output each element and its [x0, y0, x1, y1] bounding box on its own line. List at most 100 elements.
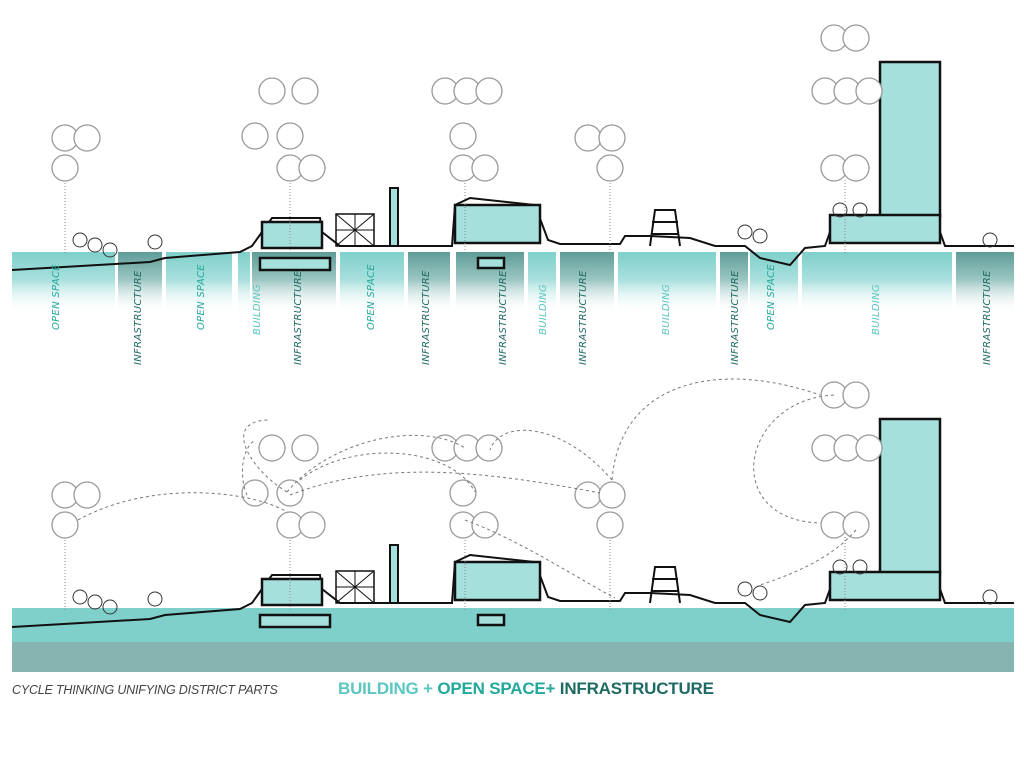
zone-band	[750, 252, 798, 314]
title-building: BUILDING +	[338, 679, 433, 698]
zone-label-building: BUILDING	[538, 284, 549, 335]
cycle-circle	[258, 434, 286, 462]
tree-icon	[752, 228, 768, 244]
tree-icon	[752, 585, 768, 601]
tree-icon	[982, 232, 998, 248]
bottom-section	[11, 378, 1014, 672]
zone-band	[528, 252, 556, 314]
zone-label-building: BUILDING	[252, 284, 263, 335]
circle-cluster	[431, 77, 503, 255]
zone-label-infrastructure: INFRASTRUCTURE	[133, 270, 144, 365]
tower	[878, 60, 942, 219]
tower-podium	[828, 570, 942, 602]
cycle-circle	[298, 154, 326, 182]
underground-tunnel	[476, 256, 506, 270]
circle-cluster	[811, 24, 883, 255]
underground-tunnel	[258, 256, 332, 272]
zone-band	[238, 252, 250, 314]
cycle-circle	[291, 77, 319, 105]
cycle-circle	[291, 434, 319, 462]
cycle-circle	[855, 434, 883, 462]
cycle-circle	[842, 154, 870, 182]
tree-icon	[147, 234, 163, 250]
circle-cluster	[51, 481, 101, 612]
cycle-circle	[276, 122, 304, 150]
underground-tunnel	[476, 613, 506, 627]
zone-band	[720, 252, 748, 314]
cycle-circle	[475, 434, 503, 462]
title-open-space: OPEN SPACE+	[432, 679, 556, 698]
zone-band	[802, 252, 952, 314]
tree-icon	[832, 559, 848, 575]
tower	[878, 417, 942, 576]
cycle-circle	[842, 381, 870, 409]
cycle-circle	[73, 124, 101, 152]
zone-label-infrastructure: INFRASTRUCTURE	[730, 270, 741, 365]
cycle-circle	[596, 511, 624, 539]
zone-band	[956, 252, 1014, 314]
cycle-circle	[574, 481, 602, 509]
circle-cluster	[241, 434, 326, 612]
tree-icon	[852, 559, 868, 575]
tree-icon	[982, 589, 998, 605]
tree-icon	[147, 591, 163, 607]
cycle-circle	[471, 154, 499, 182]
diagram-caption: CYCLE THINKING UNIFYING DISTRICT PARTS	[12, 683, 278, 697]
cycle-circle	[449, 122, 477, 150]
zone-labels: OPEN SPACE INFRASTRUCTURE OPEN SPACE BUILDI…	[51, 264, 993, 365]
ground-band	[12, 608, 1014, 642]
zone-band	[560, 252, 614, 314]
cycle-circle	[298, 511, 326, 539]
cycle-circle	[842, 511, 870, 539]
cycle-circle	[596, 154, 624, 182]
chimney	[389, 544, 399, 604]
zone-label-infrastructure: INFRASTRUCTURE	[421, 270, 432, 365]
zone-band	[340, 252, 404, 314]
zone-bands	[12, 252, 1014, 314]
cycle-circle	[855, 77, 883, 105]
structures	[11, 60, 1014, 272]
building-block	[260, 220, 324, 250]
scaffold-bracing	[335, 570, 375, 604]
zone-label-open-space: OPEN SPACE	[366, 264, 377, 330]
building-block	[453, 560, 542, 602]
cycle-circle	[598, 124, 626, 152]
cycle-circle	[276, 479, 304, 507]
cycle-circle	[598, 481, 626, 509]
tree-icon	[72, 232, 88, 248]
tower-podium	[828, 213, 942, 245]
tree-icon	[87, 594, 103, 610]
tree-icon	[87, 237, 103, 253]
ground-band-dark	[12, 642, 1014, 672]
underground-tunnel	[258, 613, 332, 629]
cycle-circle	[449, 479, 477, 507]
zone-band	[12, 252, 115, 314]
tree-icon	[737, 224, 753, 240]
zone-label-infrastructure: INFRASTRUCTURE	[578, 270, 589, 365]
tree-icon	[102, 599, 118, 615]
circle-clusters	[51, 381, 883, 612]
circle-cluster	[574, 124, 626, 255]
zone-label-infrastructure: INFRASTRUCTURE	[498, 270, 509, 365]
zone-label-building: BUILDING	[661, 284, 672, 335]
building-block	[260, 577, 324, 607]
cycle-circle	[241, 479, 269, 507]
cycle-circle	[51, 511, 79, 539]
cycle-circle	[241, 122, 269, 150]
top-section: OPEN SPACE INFRASTRUCTURE OPEN SPACE BUILDI…	[11, 24, 1014, 365]
zone-label-open-space: OPEN SPACE	[51, 264, 62, 330]
chimney	[389, 187, 399, 247]
circle-cluster	[574, 481, 626, 612]
tree-icon	[852, 202, 868, 218]
tree-icon	[832, 202, 848, 218]
zone-label-building: BUILDING	[871, 284, 882, 335]
zone-band	[618, 252, 716, 314]
cycle-circle	[258, 77, 286, 105]
diagram-title: BUILDING + OPEN SPACE+ INFRASTRUCTURE	[338, 679, 714, 699]
zone-band	[408, 252, 450, 314]
tree-icon	[102, 242, 118, 258]
zone-label-open-space: OPEN SPACE	[196, 264, 207, 330]
tree-icon	[72, 589, 88, 605]
tree-icon	[737, 581, 753, 597]
